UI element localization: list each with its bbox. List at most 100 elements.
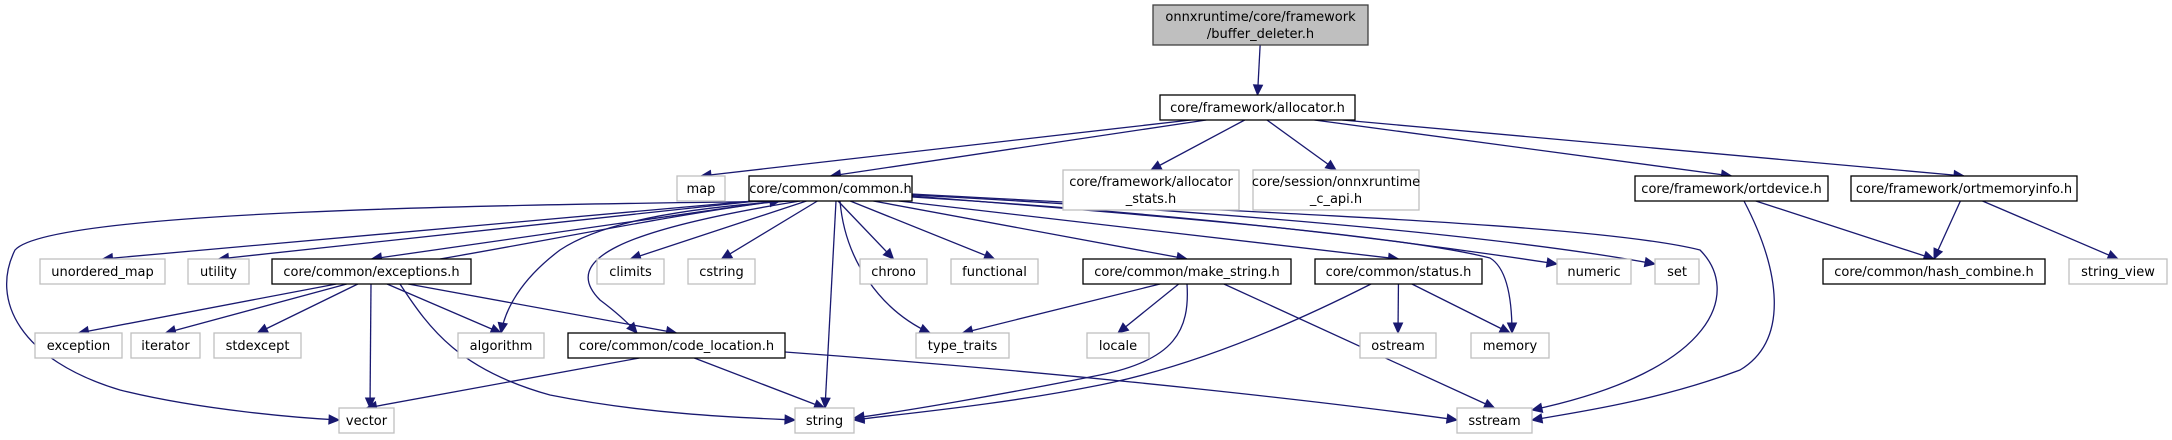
edge-line: [784, 351, 1458, 421]
node-exceptions[interactable]: core/common/exceptions.h: [271, 258, 472, 285]
arrowhead-icon: [497, 321, 508, 335]
arrowhead-icon: [1643, 256, 1657, 268]
edge-line: [366, 357, 640, 409]
edge-line: [849, 200, 995, 260]
edge-line: [257, 283, 359, 334]
node-common[interactable]: core/common/common.h: [748, 175, 913, 202]
edge-line: [399, 283, 796, 421]
node-label: core/framework/allocator: [1069, 175, 1233, 190]
node-box[interactable]: [1082, 258, 1292, 285]
edge-code_location-to-sstream: [784, 351, 1459, 424]
node-box[interactable]: [1159, 94, 1356, 121]
node-box[interactable]: [1634, 175, 1829, 202]
arrowhead-icon: [256, 323, 270, 334]
edge-line: [721, 200, 818, 260]
edge-ortmemoryinfo-to-hash_combine: [1933, 200, 1961, 261]
node-type_traits: type_traits: [915, 332, 1010, 359]
node-label: string: [806, 414, 843, 429]
edge-common-to-cstring: [720, 200, 818, 260]
node-box[interactable]: [1152, 4, 1369, 46]
edge-line: [853, 283, 1372, 421]
edge-exceptions-to-vector: [364, 283, 376, 410]
arrowhead-icon: [982, 250, 996, 260]
node-label: core/common/status.h: [1326, 265, 1472, 280]
node-make_string[interactable]: core/common/make_string.h: [1082, 258, 1292, 285]
edge-line: [369, 283, 372, 409]
edge-make_string-to-locale: [1117, 283, 1180, 334]
node-ortdevice[interactable]: core/framework/ortdevice.h: [1634, 175, 1829, 202]
node-label: _c_api.h: [1309, 192, 1362, 207]
node-buffer_deleter[interactable]: onnxruntime/core/framework/buffer_delete…: [1152, 4, 1369, 46]
node-label: locale: [1099, 339, 1137, 354]
node-label: vector: [346, 414, 388, 429]
node-box[interactable]: [567, 332, 786, 359]
node-sstream: sstream: [1456, 407, 1533, 434]
edge-ortdevice-to-hash_combine: [1755, 200, 1936, 261]
node-box[interactable]: [271, 258, 472, 285]
node-label: core/common/make_string.h: [1094, 265, 1279, 280]
edge-line: [102, 200, 754, 260]
node-box: [596, 258, 665, 285]
edge-exceptions-to-string: [399, 283, 797, 425]
node-box: [2068, 258, 2168, 285]
node-label: core/session/onnxruntime: [1252, 175, 1420, 190]
edge-line: [962, 283, 1161, 334]
edge-line: [630, 200, 807, 260]
node-box: [1359, 332, 1437, 359]
edge-allocator-to-onnxruntime_c_api: [1266, 119, 1337, 171]
edge-line: [1150, 119, 1246, 171]
node-label: /buffer_deleter.h: [1207, 27, 1314, 42]
node-label: climits: [609, 265, 652, 280]
edge-line: [830, 119, 1207, 177]
edge-line: [371, 200, 776, 260]
node-box: [1556, 258, 1632, 285]
node-vector: vector: [338, 407, 395, 434]
node-algorithm: algorithm: [457, 332, 545, 359]
edge-line: [1933, 200, 1961, 260]
edge-line: [1266, 119, 1337, 171]
node-box[interactable]: [1850, 175, 2078, 202]
node-chrono: chrono: [859, 258, 928, 285]
edge-make_string-to-sstream: [1223, 283, 1496, 409]
node-label: core/framework/ortmemoryinfo.h: [1856, 182, 2072, 197]
arrowhead-icon: [1117, 322, 1130, 334]
arrowhead-icon: [820, 397, 831, 410]
node-status[interactable]: core/common/status.h: [1314, 258, 1483, 285]
node-allocator_stats: core/framework/allocator_stats.h: [1062, 169, 1240, 211]
edge-line: [500, 200, 791, 334]
node-utility: utility: [187, 258, 250, 285]
edge-line: [1342, 119, 1965, 177]
node-box: [794, 407, 855, 434]
node-climits: climits: [596, 258, 665, 285]
edge-line: [1982, 200, 2119, 260]
edge-status-to-memory: [1411, 283, 1512, 334]
node-code_location[interactable]: core/common/code_location.h: [567, 332, 786, 359]
arrowhead-icon: [1545, 257, 1559, 268]
node-label: numeric: [1567, 265, 1620, 280]
node-hash_combine[interactable]: core/common/hash_combine.h: [1822, 258, 2046, 285]
node-label: memory: [1483, 339, 1538, 354]
node-ortmemoryinfo[interactable]: core/framework/ortmemoryinfo.h: [1850, 175, 2078, 202]
edge-common-to-algorithm: [497, 200, 791, 335]
node-onnxruntime_c_api: core/session/onnxruntime _c_api.h: [1252, 169, 1420, 211]
node-label: stdexcept: [226, 339, 290, 354]
node-box[interactable]: [1822, 258, 2046, 285]
edge-exceptions-to-stdexcept: [256, 283, 359, 334]
arrowhead-icon: [1445, 413, 1459, 424]
edge-line: [898, 200, 1399, 260]
edge-common-to-string: [820, 200, 837, 410]
node-label: cstring: [699, 265, 743, 280]
node-box[interactable]: [748, 175, 913, 202]
edge-line: [1755, 200, 1935, 260]
edge-line: [700, 119, 1191, 177]
edge-status-to-string: [852, 283, 1372, 424]
node-string: string: [794, 407, 855, 434]
node-box[interactable]: [1314, 258, 1483, 285]
node-label: algorithm: [470, 339, 533, 354]
edge-allocator-to-ortmemoryinfo: [1342, 119, 1966, 181]
edge-line: [439, 200, 781, 260]
node-unordered_map: unordered_map: [39, 258, 166, 285]
node-allocator[interactable]: core/framework/allocator.h: [1159, 94, 1356, 121]
arrowhead-icon: [364, 397, 376, 410]
